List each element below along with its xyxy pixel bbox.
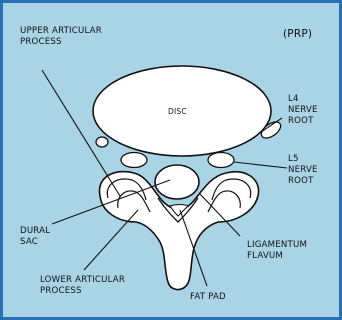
ligamentum-label-line2: FLAVUM xyxy=(247,251,283,261)
dural-sac-label-line1: DURAL xyxy=(20,226,50,236)
lower-articular-label-line2: PROCESS xyxy=(40,286,82,296)
ligamentum-label-line1: LIGAMENTUM xyxy=(247,240,307,250)
source-tag: (PRP) xyxy=(283,28,312,40)
l4-label-line2: NERVE xyxy=(288,105,318,115)
l4-label-line1: L4 xyxy=(288,94,299,104)
left-l5-nerve-root xyxy=(121,153,147,168)
upper-articular-label-line1: UPPER ARTICULAR xyxy=(20,26,102,36)
dural-sac xyxy=(155,165,199,199)
right-l5-nerve-root xyxy=(208,153,234,168)
lower-articular-label-line1: LOWER ARTICULAR xyxy=(40,275,125,285)
l4-label-line3: ROOT xyxy=(288,116,314,126)
fat-pad-label: FAT PAD xyxy=(190,292,226,302)
left-small-nerve-root xyxy=(96,137,108,147)
upper-articular-label-line2: PROCESS xyxy=(20,37,62,47)
l5-label-line2: NERVE xyxy=(288,165,318,175)
l5-label-line3: ROOT xyxy=(288,176,314,186)
l5-label-line1: L5 xyxy=(288,154,299,164)
disc-label: DISC xyxy=(168,107,187,116)
dural-sac-label-line2: SAC xyxy=(20,237,38,247)
